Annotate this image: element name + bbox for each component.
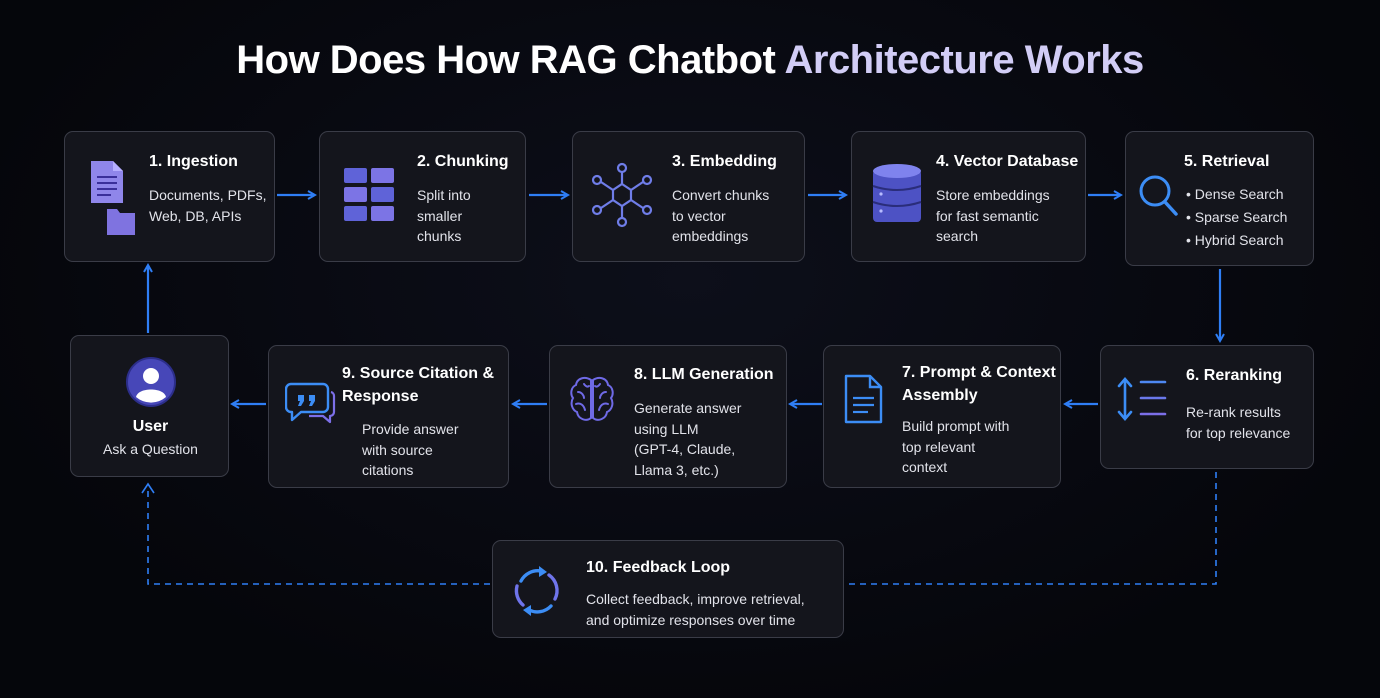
retrieval-item: Dense Search [1186, 183, 1287, 206]
citation-desc: Provide answer with source citations [362, 419, 459, 481]
chat-quote-icon [284, 380, 337, 431]
prompt-line: Build prompt with [902, 418, 1010, 434]
network-nodes-icon [591, 162, 653, 233]
citation-title: 9. Source Citation & Response [342, 362, 494, 408]
reranking-card: 6. Reranking Re-rank results for top rel… [1100, 345, 1314, 469]
document-folder-icon [89, 159, 139, 244]
title-accent: Architecture Works [784, 38, 1144, 82]
refresh-cycle-icon [511, 566, 563, 621]
chunking-card: 2. Chunking Split into smaller chunks [319, 131, 526, 262]
feedback-line: Collect feedback, improve retrieval, [586, 591, 805, 607]
embedding-line: Convert chunks [672, 187, 770, 203]
prompt-title-line: Assembly [902, 387, 978, 404]
search-icon [1138, 174, 1180, 223]
embedding-line: to vector [672, 207, 726, 224]
feedback-card: 10. Feedback Loop Collect feedback, impr… [492, 540, 844, 638]
citation-line: with source [362, 441, 433, 458]
database-icon [871, 162, 925, 233]
vector-db-line: for fast semantic [936, 207, 1039, 224]
grid-blocks-icon [344, 166, 396, 231]
vector-db-title: 4. Vector Database [936, 153, 1079, 170]
embedding-title: 3. Embedding [672, 153, 777, 170]
feedback-dashed-right [846, 472, 1217, 585]
user-avatar-icon [125, 356, 177, 413]
document-icon [844, 374, 884, 429]
feedback-line: and optimize responses over time [586, 611, 796, 628]
feedback-desc: Collect feedback, improve retrieval, and… [586, 589, 805, 630]
vector-db-desc: Store embeddings for fast semantic searc… [936, 185, 1050, 247]
embedding-desc: Convert chunks to vector embeddings [672, 185, 769, 247]
reranking-line: Re-rank results [1186, 404, 1281, 420]
chunking-line: chunks [417, 228, 462, 244]
prompt-title: 7. Prompt & Context Assembly [902, 361, 1056, 407]
ingestion-line: Web, DB, APIs [149, 207, 242, 224]
vector-db-line: search [936, 228, 979, 244]
llm-card: 8. LLM Generation Generate answer using … [549, 345, 787, 488]
reranking-desc: Re-rank results for top relevance [1186, 402, 1290, 443]
feedback-dashed-left [147, 490, 490, 585]
user-card: User Ask a Question [70, 335, 229, 477]
llm-line: Llama 3, etc.) [634, 461, 719, 478]
feedback-title: 10. Feedback Loop [586, 559, 731, 576]
embedding-card: 3. Embedding Convert chunks to vector em… [572, 131, 805, 262]
retrieval-item: Sparse Search [1186, 206, 1288, 229]
citation-line: citations [362, 462, 414, 478]
ingestion-line: Documents, PDFs, [149, 187, 267, 203]
llm-line: (GPT-4, Claude, [634, 441, 736, 457]
title-main: How Does How RAG Chatbot [236, 38, 776, 82]
retrieval-item: Hybrid Search [1186, 229, 1287, 252]
ingestion-desc: Documents, PDFs, Web, DB, APIs [149, 185, 266, 226]
chunking-line: Split into [417, 187, 471, 203]
chunking-title: 2. Chunking [417, 153, 509, 170]
prompt-card: 7. Prompt & Context Assembly Build promp… [823, 345, 1061, 488]
vector-db-line: Store embeddings [936, 187, 1050, 203]
rerank-icon [1115, 376, 1169, 429]
chunking-desc: Split into smaller chunks [417, 185, 471, 247]
prompt-title-line: 7. Prompt & Context [902, 364, 1056, 381]
ingestion-title: 1. Ingestion [149, 153, 238, 170]
citation-title-line: 9. Source Citation & [342, 365, 495, 382]
chunking-line: smaller [417, 207, 463, 224]
user-subtitle: Ask a Question [103, 441, 198, 457]
brain-icon [568, 374, 616, 429]
citation-card: 9. Source Citation & Response Provide an… [268, 345, 509, 488]
llm-title: 8. LLM Generation [634, 366, 774, 383]
prompt-line: top relevant [902, 438, 976, 455]
reranking-title: 6. Reranking [1186, 367, 1283, 384]
embedding-line: embeddings [672, 228, 749, 244]
llm-desc: Generate answer using LLM (GPT-4, Claude… [634, 398, 741, 480]
page-title: How Does How RAG Chatbot Architecture Wo… [0, 38, 1380, 83]
llm-line: using LLM [634, 420, 699, 437]
ingestion-card: 1. Ingestion Documents, PDFs, Web, DB, A… [64, 131, 275, 262]
citation-line: Provide answer [362, 421, 459, 437]
retrieval-card: 5. Retrieval Dense Search Sparse Search … [1125, 131, 1314, 266]
prompt-line: context [902, 459, 948, 475]
user-title: User [132, 418, 169, 435]
retrieval-list: Dense Search Sparse Search Hybrid Search [1186, 183, 1288, 252]
citation-title-line: Response [342, 388, 419, 405]
llm-line: Generate answer [634, 400, 742, 416]
reranking-line: for top relevance [1186, 424, 1291, 441]
vector-db-card: 4. Vector Database Store embeddings for … [851, 131, 1086, 262]
retrieval-title: 5. Retrieval [1184, 153, 1270, 170]
prompt-desc: Build prompt with top relevant context [902, 416, 1009, 478]
